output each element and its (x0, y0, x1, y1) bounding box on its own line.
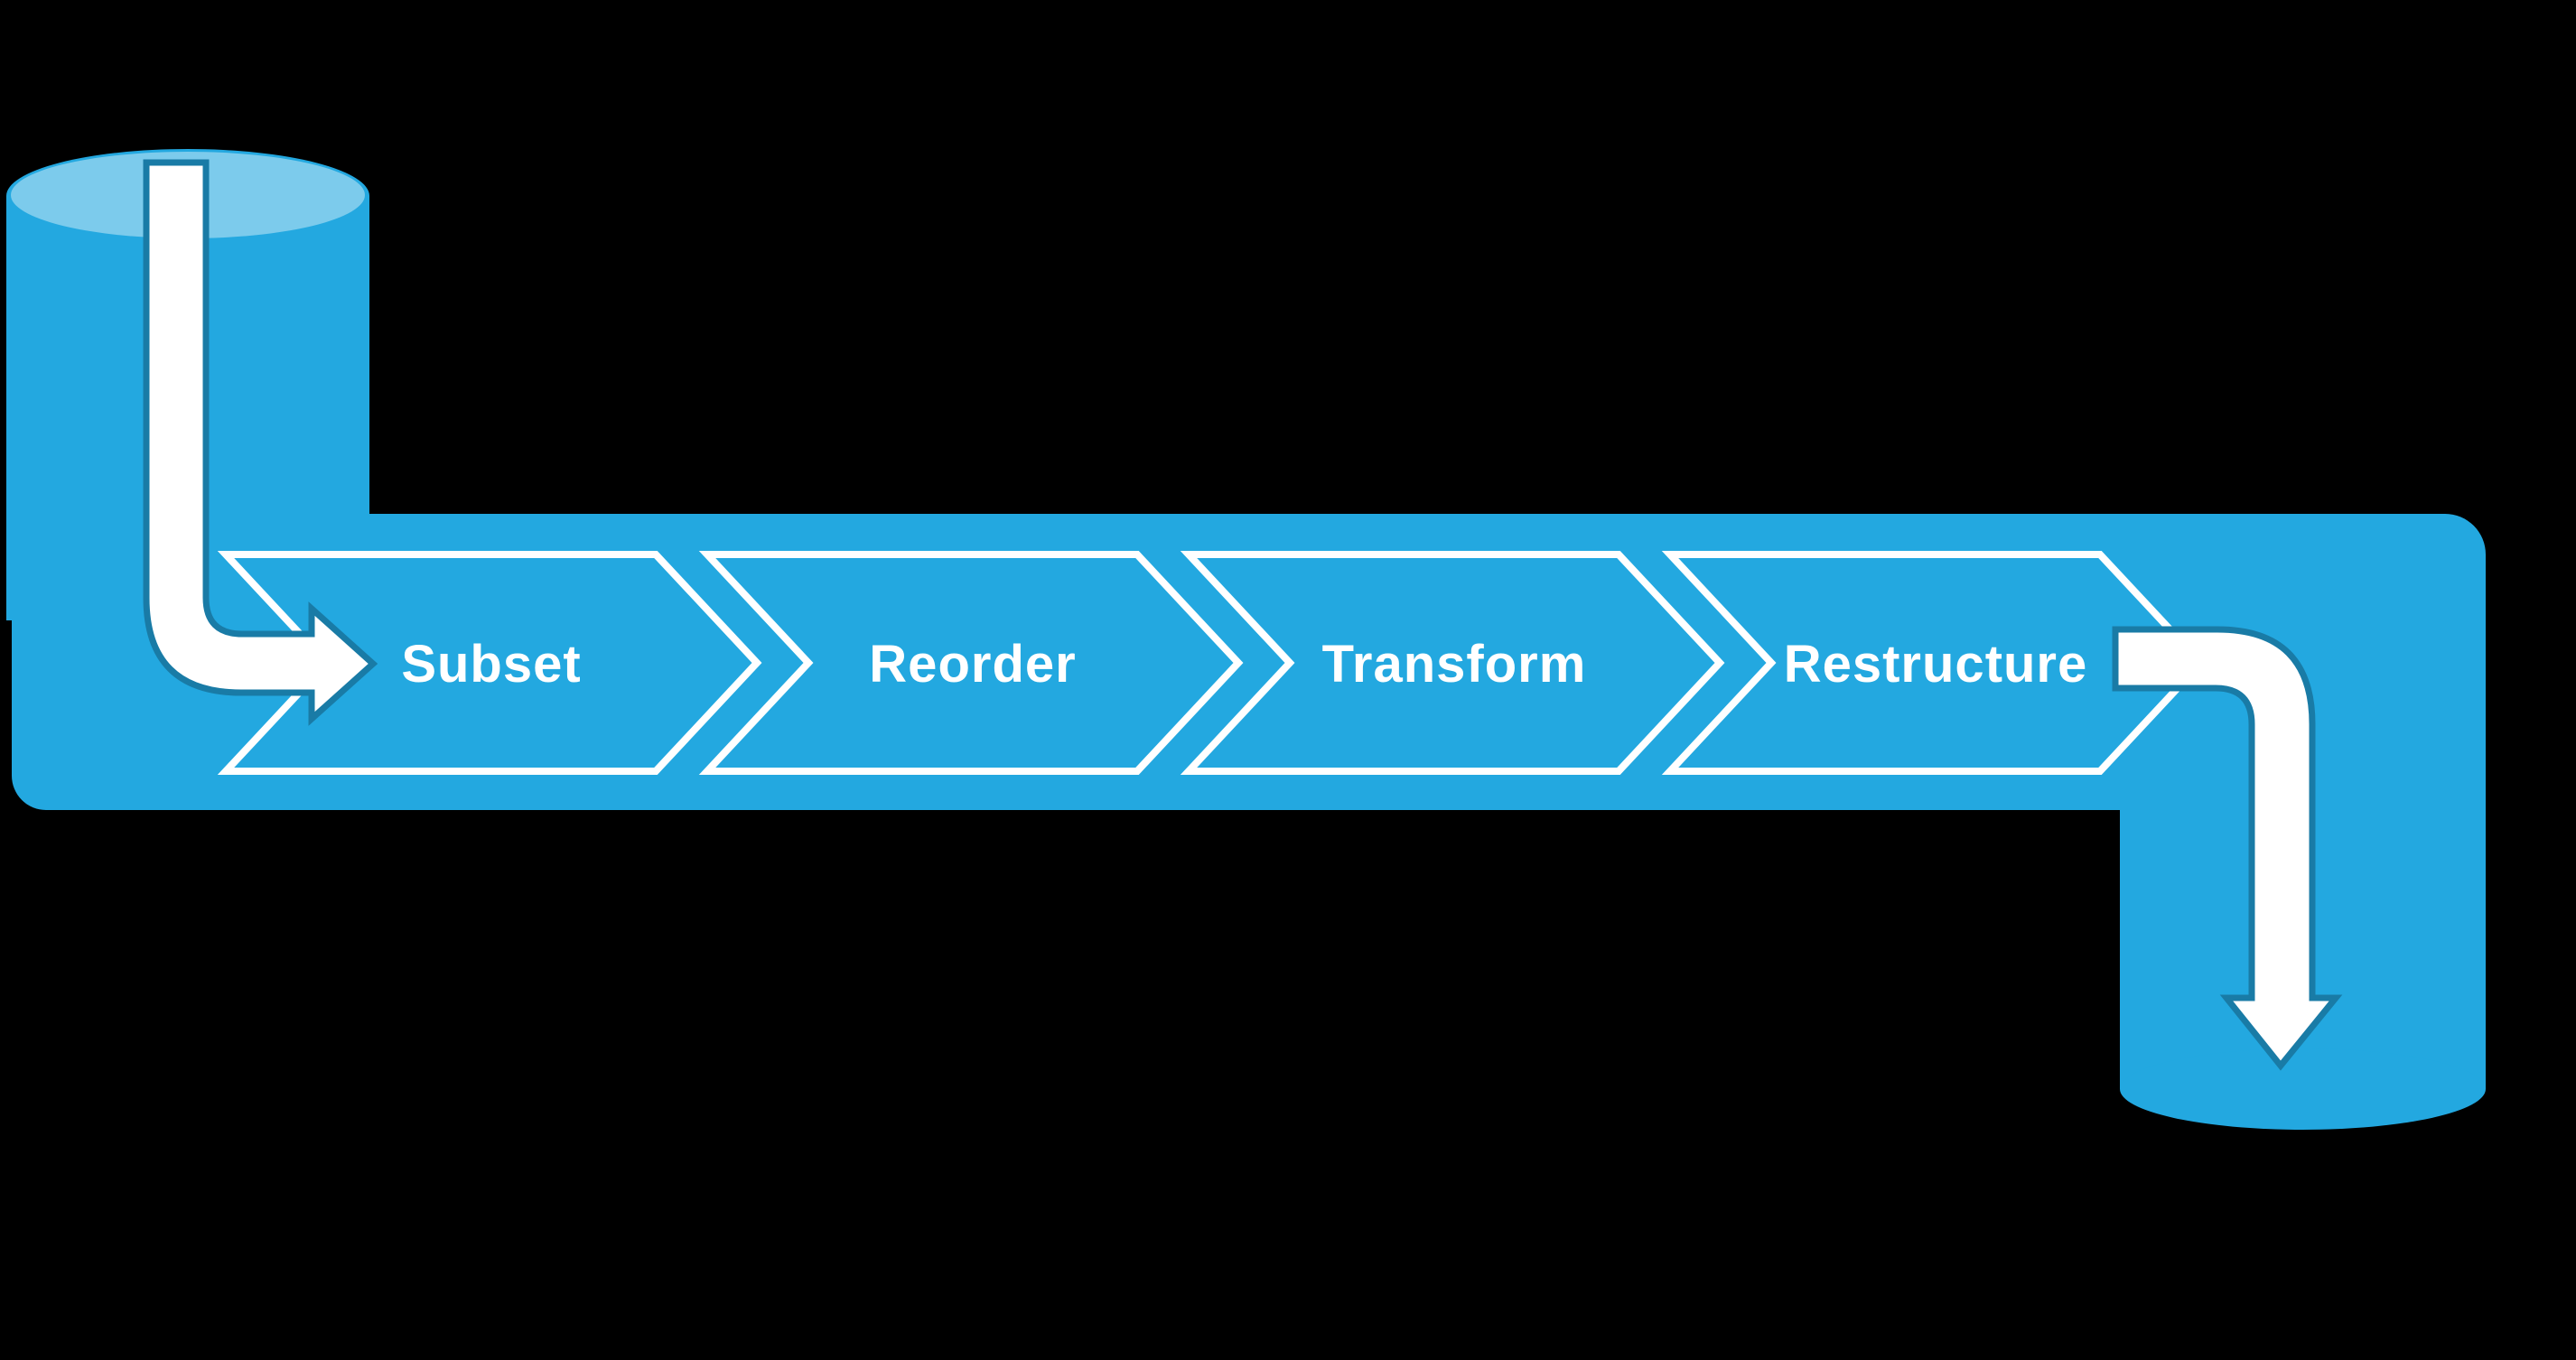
chevron-transform (1180, 551, 1725, 775)
outflow-arrow-icon (2112, 626, 2343, 1071)
pipeline-steps: Subset Reorder Transform Restructure (217, 551, 2207, 775)
step-label-restructure: Restructure (1784, 635, 2088, 694)
chevron-restructure (1661, 551, 2207, 775)
step-label-transform: Transform (1322, 635, 1587, 694)
step-label-reorder: Reorder (869, 635, 1076, 694)
destination-cylinder-bottom (2120, 1048, 2486, 1130)
step-label-subset: Subset (401, 635, 581, 694)
chevron-reorder (698, 551, 1244, 775)
inflow-arrow-icon (143, 159, 378, 726)
